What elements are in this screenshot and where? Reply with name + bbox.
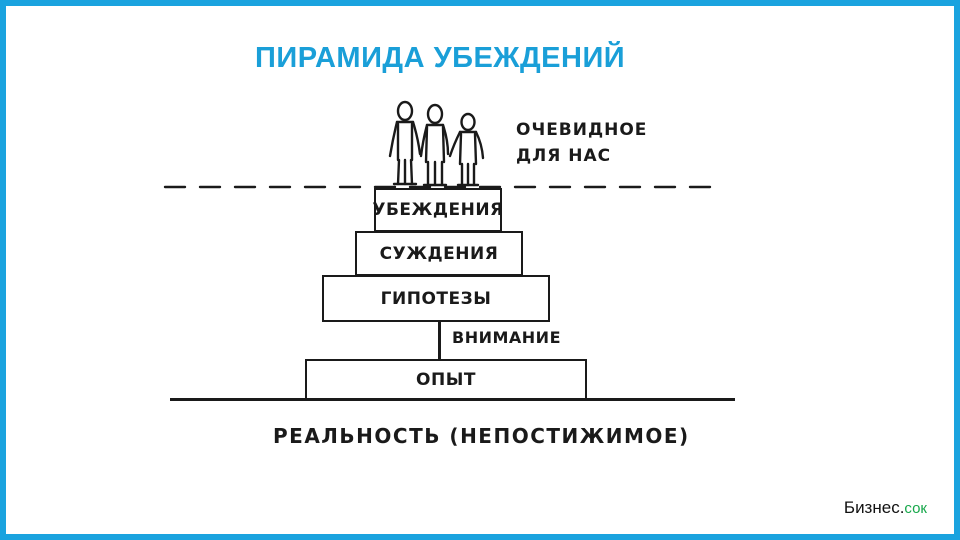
level-hypotheses: ГИПОТЕЗЫ (322, 275, 550, 322)
brand-name: Бизнес. (843, 498, 905, 517)
reality-base-line (170, 398, 735, 401)
reality-label: РЕАЛЬНОСТЬ (НЕПОСТИЖИМОЕ) (273, 424, 690, 448)
slide-title: ПИРАМИДА УБЕЖДЕНИЙ (255, 42, 626, 74)
level-experience: ОПЫТ (305, 359, 587, 400)
attention-label: ВНИМАНИЕ (452, 328, 561, 347)
obvious-label-line2: ДЛЯ НАС (516, 146, 612, 166)
people-figures-illustration (388, 100, 485, 187)
brand-logo: Бизнес.сок (844, 498, 927, 518)
brand-suffix: сок (904, 500, 927, 517)
level-beliefs: УБЕЖДЕНИЯ (372, 188, 503, 232)
attention-connector-line (438, 321, 441, 361)
visibility-dashed-line (163, 185, 727, 189)
level-judgments: СУЖДЕНИЯ (355, 231, 523, 276)
obvious-label-line1: ОЧЕВИДНОЕ (516, 120, 648, 140)
